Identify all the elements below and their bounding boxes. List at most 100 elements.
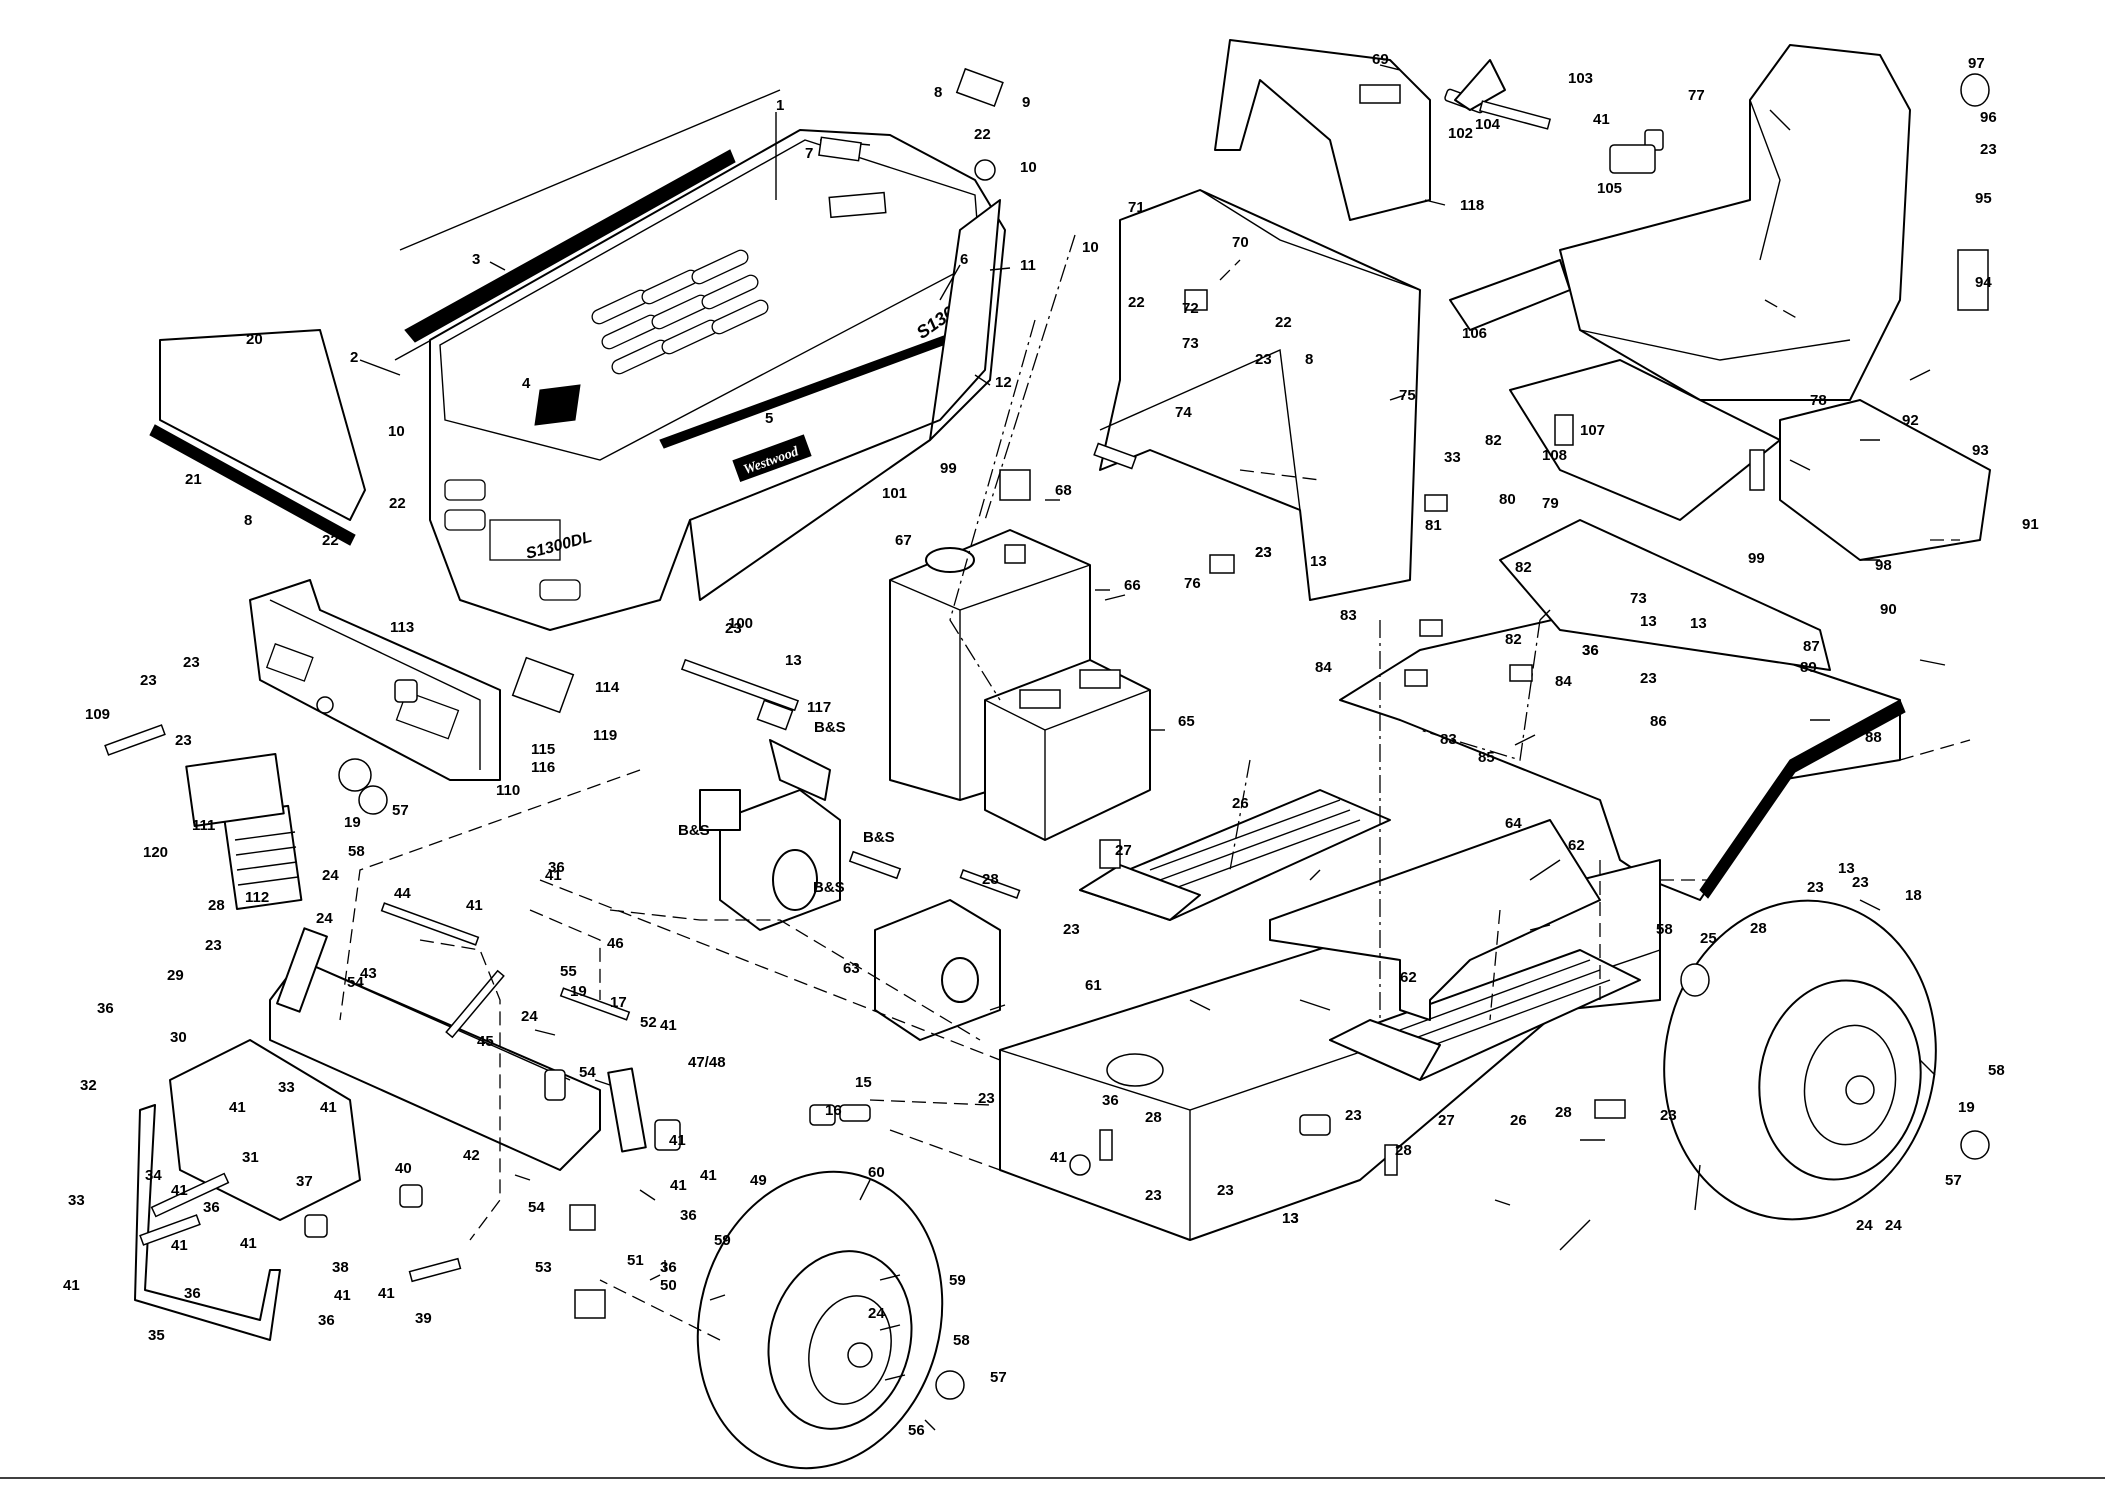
- part-label: 6: [960, 251, 968, 268]
- part-label: 77: [1688, 87, 1705, 104]
- part-label: 3: [472, 251, 480, 268]
- part-label: 24: [521, 1008, 538, 1025]
- part-label: 23: [1255, 544, 1272, 561]
- part-label: 68: [1055, 482, 1072, 499]
- part-label: 41: [171, 1182, 188, 1199]
- part-label: 58: [1988, 1062, 2005, 1079]
- part-label: 42: [463, 1147, 480, 1164]
- part-label: 25: [1700, 930, 1717, 947]
- part-label: 115: [531, 741, 555, 758]
- part-label: 88: [1865, 729, 1882, 746]
- part-label: 36: [1582, 642, 1599, 659]
- part-label: 12: [995, 374, 1012, 391]
- part-label: 11: [1020, 257, 1036, 274]
- part-label: 85: [1478, 749, 1495, 766]
- part-label: 10: [1082, 239, 1099, 256]
- front-bracket: [169, 1039, 361, 1221]
- part-label: 73: [1630, 590, 1647, 607]
- part-label: 16: [825, 1102, 842, 1119]
- part-label: 82: [1505, 631, 1522, 648]
- part-label: 10: [388, 423, 405, 440]
- part-label: 43: [360, 965, 377, 982]
- part-label: 22: [974, 126, 991, 143]
- part-label: 58: [953, 1332, 970, 1349]
- part-label: 13: [1640, 613, 1657, 630]
- part-label: 71: [1128, 199, 1145, 216]
- part-label: 23: [175, 732, 192, 749]
- part-label: 22: [389, 495, 406, 512]
- part-label: 23: [183, 654, 200, 671]
- part-label: 73: [1182, 335, 1199, 352]
- part-label: 15: [855, 1074, 872, 1091]
- part-label: 62: [1400, 969, 1417, 986]
- part-label: 41: [240, 1235, 257, 1252]
- part-label: 41: [171, 1237, 188, 1254]
- part-label: 9: [1022, 94, 1030, 111]
- part-label: 54: [528, 1199, 545, 1216]
- part-label: 119: [593, 727, 617, 744]
- part-label: 95: [1975, 190, 1992, 207]
- choke-knob: [1454, 59, 1506, 111]
- part-label: 36: [1102, 1092, 1119, 1109]
- part-label: 109: [85, 706, 110, 723]
- part-label: 23: [978, 1090, 995, 1107]
- part-label: 29: [167, 967, 184, 984]
- part-label: 102: [1448, 125, 1473, 142]
- air-cleaner: [874, 899, 1001, 1041]
- part-label: 19: [1958, 1099, 1975, 1116]
- part-label: 36: [660, 1259, 677, 1276]
- part-label: 23: [1345, 1107, 1362, 1124]
- part-label: 63: [843, 960, 860, 977]
- seat-bracket: [1449, 259, 1571, 331]
- part-label: 23: [1255, 544, 1272, 561]
- part-label: 116: [531, 759, 555, 776]
- part-label: 28: [1750, 920, 1767, 937]
- part-label: 76: [1184, 575, 1201, 592]
- part-label: 41: [63, 1277, 80, 1294]
- part-label: 101: [882, 485, 907, 502]
- floor-mat: [1269, 819, 1601, 1021]
- part-label: 41: [660, 1017, 677, 1034]
- engine-muffler: [699, 739, 841, 931]
- part-label: 23: [1255, 351, 1272, 368]
- part-label: 19: [570, 983, 587, 1000]
- part-label: 22: [1128, 294, 1145, 311]
- part-label: 82: [1485, 432, 1502, 449]
- part-number-labels: 1234567888910101011121313131313131315161…: [63, 51, 2039, 1439]
- part-label: 5: [765, 410, 773, 427]
- part-label: 46: [607, 935, 624, 952]
- hardware-bolts: [104, 59, 1990, 1400]
- part-label: 108: [1542, 447, 1567, 464]
- part-label: 36: [97, 1000, 114, 1017]
- part-label: 37: [296, 1173, 313, 1190]
- part-label: 17: [610, 994, 627, 1011]
- part-label: 27: [1115, 842, 1132, 859]
- part-label: 36: [318, 1312, 335, 1329]
- part-label: 47/48: [688, 1054, 726, 1071]
- part-label: 111: [192, 817, 215, 834]
- part-label: 97: [1968, 55, 1985, 72]
- part-label: 93: [1972, 442, 1989, 459]
- part-label: 41: [1593, 111, 1610, 128]
- part-label: 104: [1475, 116, 1501, 133]
- part-label: 96: [1980, 109, 1997, 126]
- part-label: 36: [1582, 642, 1599, 659]
- part-label: 55: [560, 963, 577, 980]
- part-label: 38: [332, 1259, 349, 1276]
- part-label: B&S: [678, 822, 710, 839]
- hood-side-panel: [689, 199, 1001, 601]
- part-label: 13: [1282, 1210, 1299, 1227]
- part-label: 24: [1885, 1217, 1902, 1234]
- part-label: 36: [203, 1199, 220, 1216]
- part-label: 56: [908, 1422, 925, 1439]
- part-label: 99: [1748, 550, 1765, 567]
- part-label: 23: [1145, 1187, 1162, 1204]
- part-label: 8: [244, 512, 252, 529]
- part-label: 82: [1515, 559, 1532, 576]
- steering-link: [134, 1104, 281, 1341]
- part-label: 13: [1838, 860, 1855, 877]
- part-label: 66: [1124, 577, 1141, 594]
- part-label: 62: [1568, 837, 1585, 854]
- steering-cover: [1214, 39, 1431, 221]
